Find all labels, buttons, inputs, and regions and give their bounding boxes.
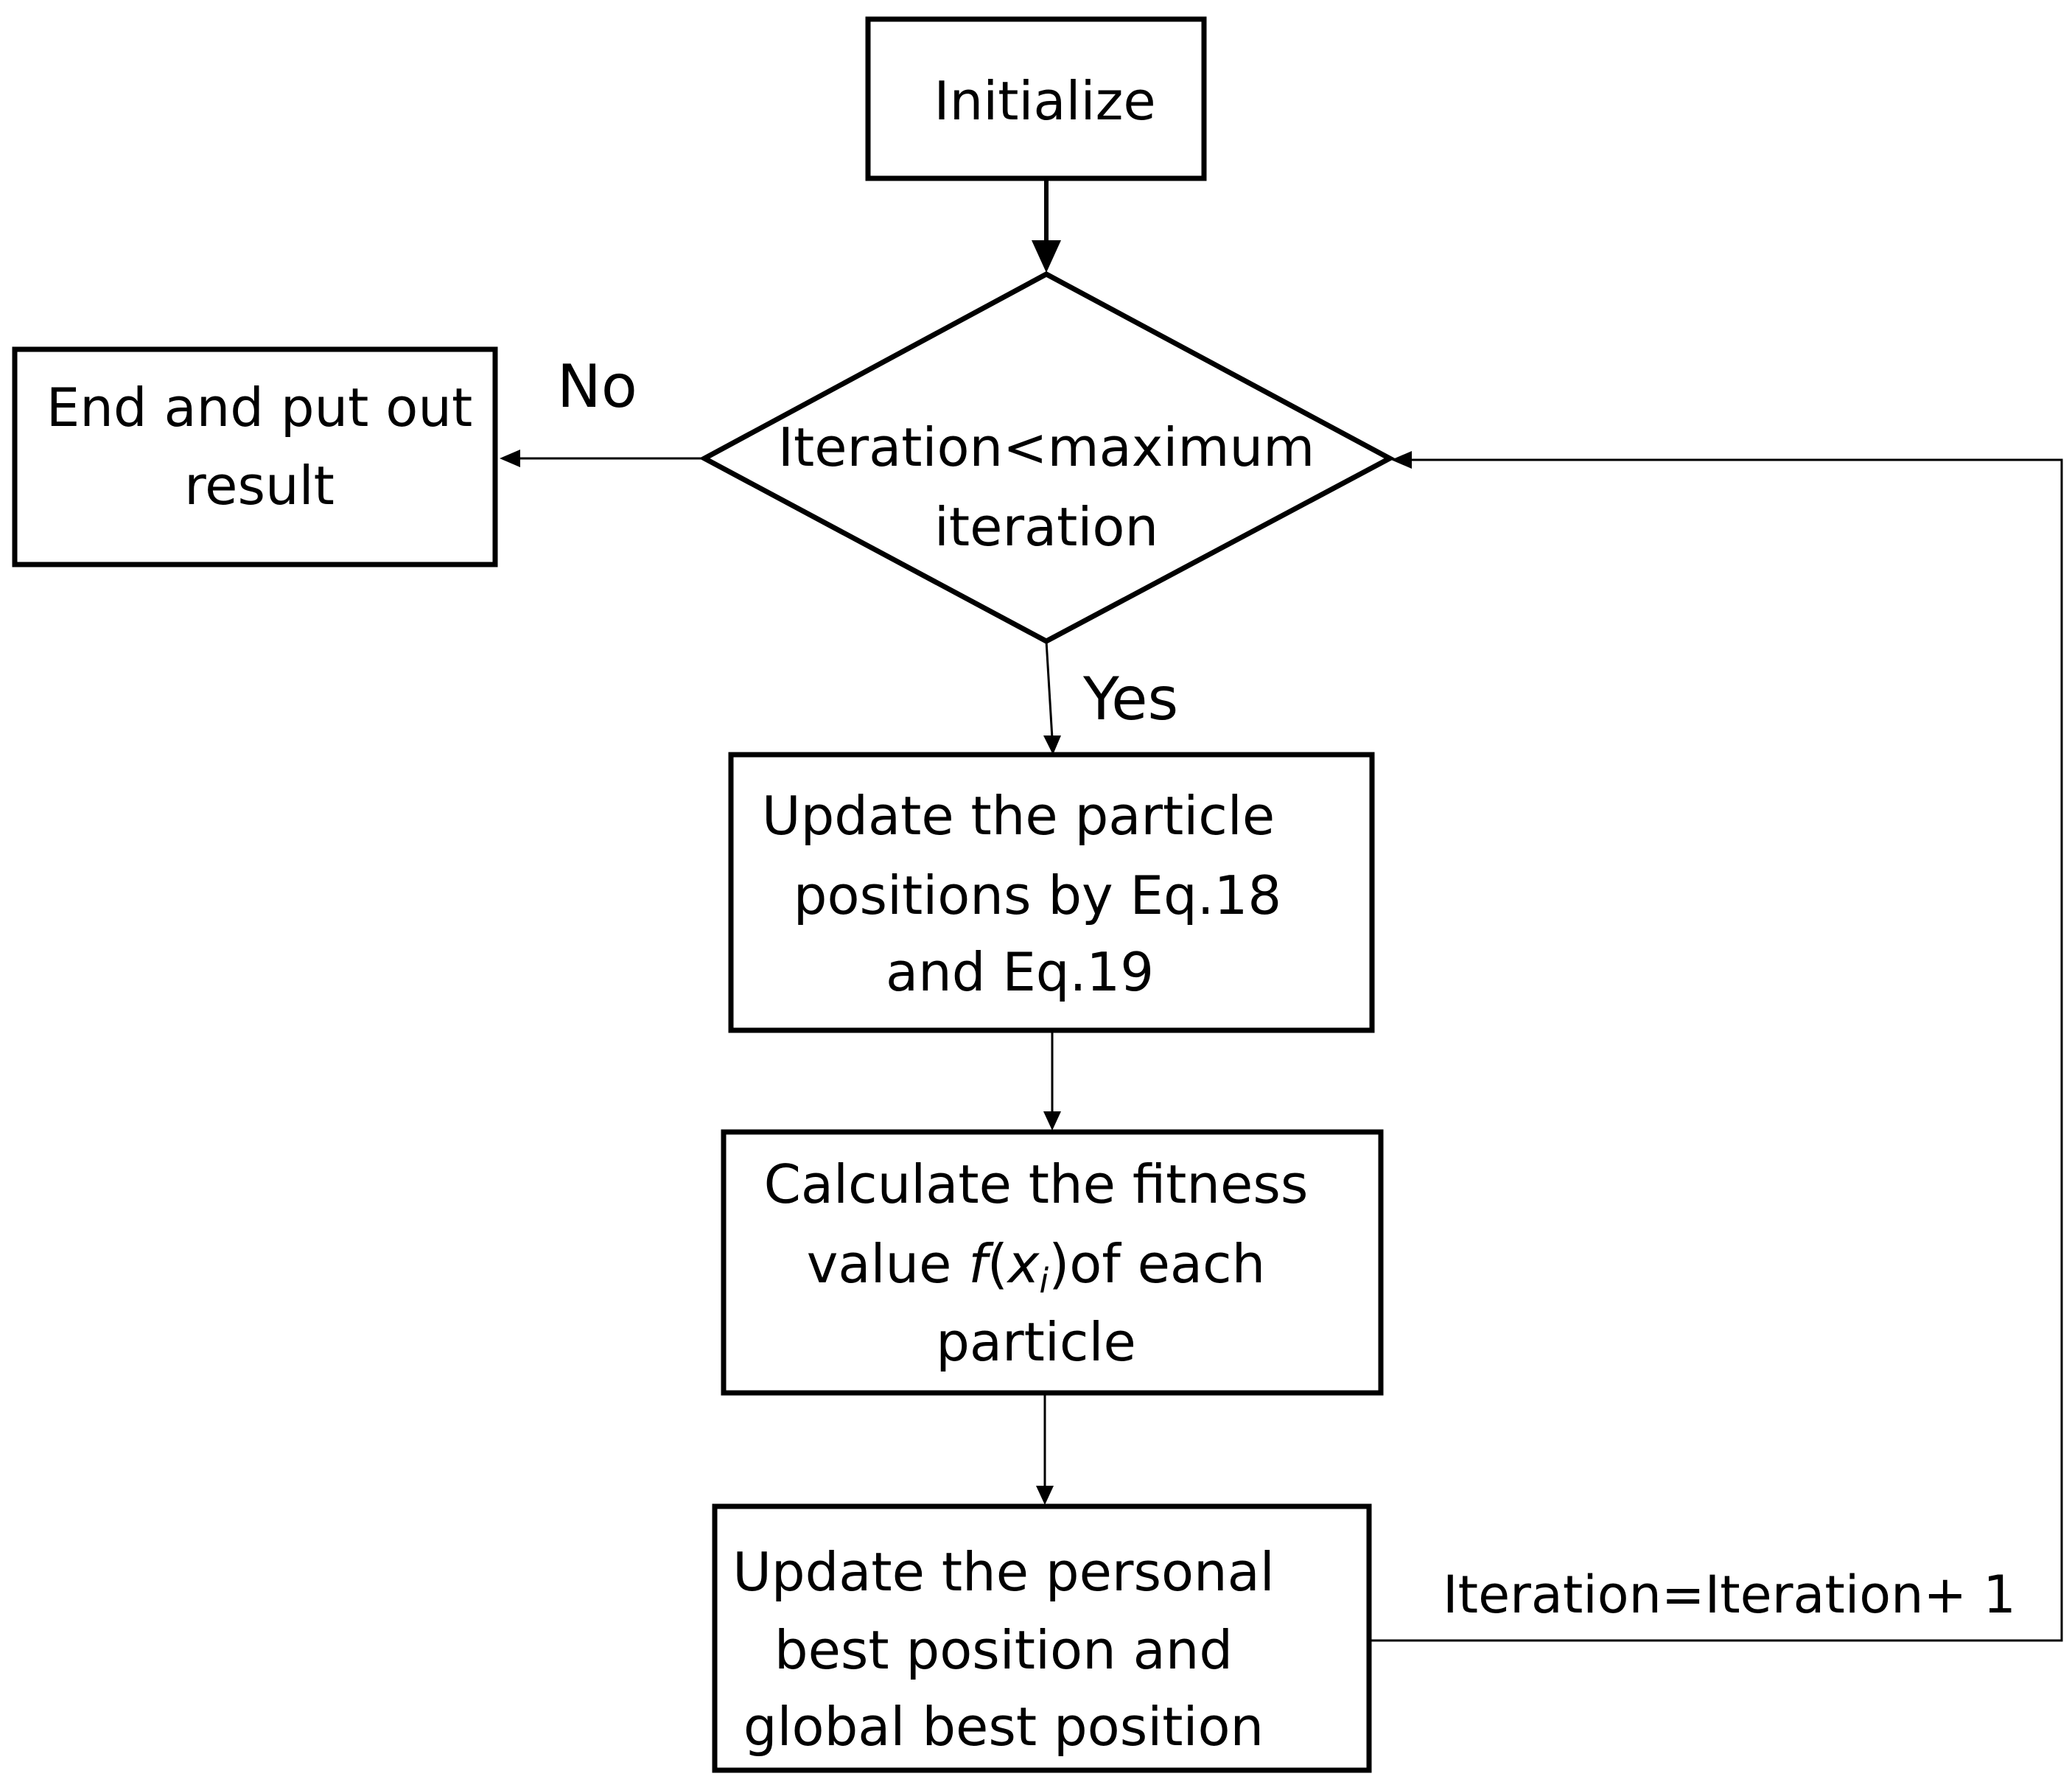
update-best-line2: best position and: [774, 1619, 1233, 1681]
edge-decision-to-update-positions: Yes: [1043, 640, 1178, 755]
edge-loop-back-to-decision: Iteration=Iteration+ 1: [1371, 451, 2063, 1642]
calc-fitness-line2-post: )of each: [1049, 1233, 1265, 1295]
decision-label-line1: Iteration<maximum: [778, 416, 1315, 478]
decision-label-line2: iteration: [934, 496, 1158, 558]
edge-update-positions-to-calc-fitness: [1043, 1032, 1061, 1131]
end-label-line2: result: [184, 455, 335, 517]
yes-label: Yes: [1082, 665, 1178, 733]
initialize-label: Initialize: [934, 70, 1155, 132]
calc-fitness-node: Calculate the fitness value f(xi)of each…: [721, 1129, 1384, 1396]
loop-increment-label: Iteration=Iteration+ 1: [1443, 1565, 2016, 1625]
decision-node: Iteration<maximum iteration: [699, 271, 1396, 644]
particle-index-subscript: i: [1039, 1261, 1049, 1301]
end-label-line1: End and put out: [46, 377, 472, 438]
edge-decision-to-end: No: [500, 352, 704, 467]
end-node: End and put out result: [12, 346, 498, 567]
calc-fitness-line2: value f(xi)of each: [807, 1233, 1265, 1301]
edge-initialize-to-decision: [1032, 180, 1061, 273]
initialize-node: Initialize: [865, 16, 1207, 181]
update-positions-line2: positions by Eq.18: [794, 864, 1281, 926]
no-label: No: [557, 352, 637, 421]
update-positions-line1: Update the particle: [762, 785, 1275, 847]
update-best-line1: Update the personal: [732, 1541, 1275, 1603]
calc-fitness-line2-pre: value: [807, 1233, 969, 1295]
update-best-line3: global best position: [743, 1696, 1264, 1758]
particle-variable-symbol: x: [1007, 1233, 1040, 1295]
update-positions-node: Update the particle positions by Eq.18 a…: [728, 752, 1375, 1033]
update-positions-line3: and Eq.19: [886, 941, 1154, 1003]
calc-fitness-line1: Calculate the fitness: [764, 1153, 1309, 1215]
edge-calc-fitness-to-update-best: [1036, 1394, 1054, 1505]
update-best-node: Update the personal best position and gl…: [712, 1503, 1372, 1773]
calc-fitness-line3: particle: [936, 1311, 1136, 1373]
calc-fitness-paren-open: (: [987, 1233, 1008, 1295]
